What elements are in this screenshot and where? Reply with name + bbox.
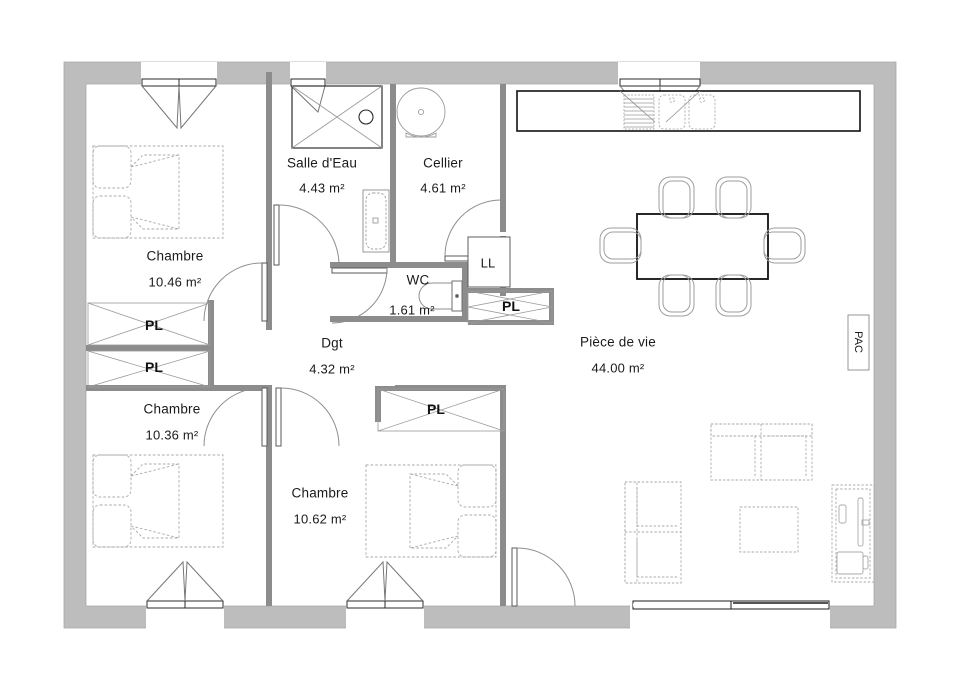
- porte-chambre-no: [203, 262, 268, 322]
- fenetre-chambre-so: [146, 560, 224, 609]
- chair-bottom-right: [715, 274, 752, 317]
- room-area-chambre-nord-ouest: 10.46 m²: [148, 274, 202, 290]
- appliance-label-pompe-a-chaleur: PAC: [852, 331, 864, 353]
- room-name-wc: WC: [406, 272, 430, 288]
- chair-left: [599, 227, 642, 264]
- room-name-degagement: Dgt: [321, 335, 343, 351]
- room-name-cellier: Cellier: [423, 155, 463, 171]
- fenetre-salle-d-eau: [290, 78, 326, 113]
- chair-top-right: [715, 176, 752, 219]
- cuvette-wc: [418, 280, 463, 312]
- room-name-piece-de-vie: Pièce de vie: [580, 334, 656, 350]
- lit-chambre-sud: [365, 464, 497, 558]
- porte-chambre-so: [203, 387, 268, 447]
- room-area-piece-de-vie: 44.00 m²: [591, 360, 645, 376]
- room-area-chambre-sud-ouest: 10.36 m²: [145, 427, 199, 443]
- room-area-chambre-sud: 10.62 m²: [293, 511, 347, 527]
- plan-de-travail: [516, 90, 861, 132]
- baignoire: [362, 189, 390, 253]
- pompe-a-chaleur-box: [847, 314, 870, 371]
- chair-bottom-left: [658, 274, 695, 317]
- porte-chambre-sud: [275, 387, 340, 447]
- porte-wc: [331, 267, 388, 324]
- closet-label-pl-chambre-so-bas: PL: [145, 359, 163, 375]
- room-area-cellier: 4.61 m²: [420, 180, 466, 196]
- pl-chambre-no-box: [87, 302, 211, 346]
- table-basse: [739, 506, 799, 553]
- room-name-chambre-sud: Chambre: [291, 485, 349, 501]
- lave-linge-box: [467, 236, 511, 288]
- room-area-wc: 1.61 m²: [389, 302, 435, 318]
- closet-label-pl-entree: PL: [502, 298, 520, 314]
- room-name-chambre-nord-ouest: Chambre: [146, 248, 204, 264]
- pl-entree-box: [467, 290, 553, 324]
- canape-2: [624, 481, 682, 584]
- appliance-label-lave-linge: LL: [480, 255, 496, 271]
- meuble-tv: [831, 484, 875, 583]
- porte-sejour: [511, 547, 576, 607]
- douche: [291, 85, 383, 149]
- fenetre-chambre-no: [141, 78, 217, 130]
- room-area-degagement: 4.32 m²: [309, 361, 355, 377]
- chair-top-left: [658, 176, 695, 219]
- closet-label-pl-chambre-no-haut: PL: [145, 317, 163, 333]
- pl-chambre-so-box: [87, 350, 211, 388]
- lit-chambre-so: [92, 454, 224, 548]
- pl-chambre-sud-box: [377, 388, 505, 432]
- chair-right: [763, 227, 806, 264]
- canape-1: [710, 423, 813, 481]
- dining-chairs: [599, 176, 806, 317]
- ballon-eau-chaude: [396, 87, 446, 138]
- room-name-chambre-sud-ouest: Chambre: [143, 401, 201, 417]
- table-a-manger: [636, 213, 769, 280]
- evier: [658, 94, 716, 130]
- room-name-salle-d-eau: Salle d'Eau: [286, 155, 358, 171]
- porte-salle-d-eau: [273, 204, 340, 266]
- room-area-salle-d-eau: 4.43 m²: [299, 180, 345, 196]
- wall-openings-cutouts: [141, 62, 830, 629]
- interior-doors: [203, 199, 576, 607]
- fenetre-chambre-sud: [346, 560, 424, 609]
- baie-vitree-sejour: [632, 600, 830, 610]
- lit-chambre-no: [92, 145, 224, 239]
- closet-label-pl-chambre-sud: PL: [427, 401, 445, 417]
